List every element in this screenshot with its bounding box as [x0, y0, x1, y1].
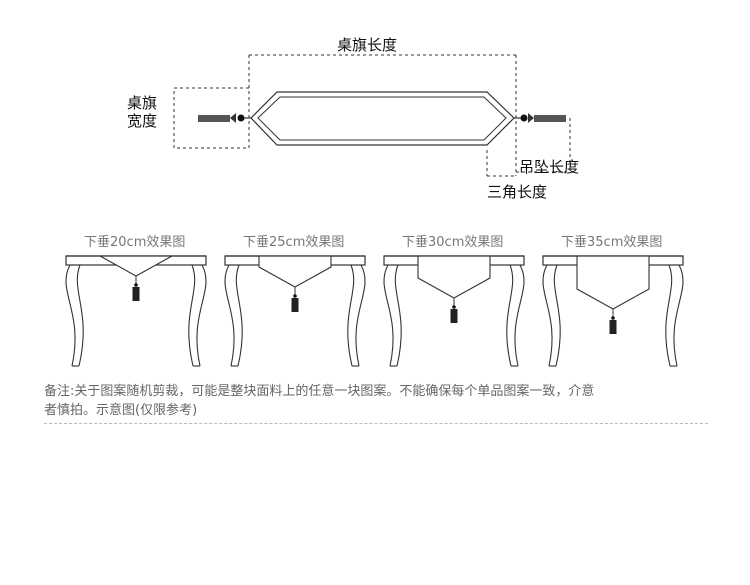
triangle-length-label: 三角长度 — [487, 183, 548, 201]
runner-width-label-line2: 宽度 — [127, 112, 158, 130]
table-leg — [394, 264, 402, 367]
tassel — [291, 298, 299, 312]
pendant-length-label: 吊坠长度 — [519, 158, 580, 176]
runner-outline — [250, 91, 515, 146]
drop-caption: 下垂30cm效果图 — [402, 235, 504, 250]
table-leg — [355, 264, 366, 367]
tassel-bead — [611, 316, 615, 320]
table-illustration — [383, 255, 525, 367]
table-leg — [673, 264, 684, 367]
runner-length-label: 桌旗长度 — [337, 36, 398, 54]
tassel — [132, 287, 140, 301]
table-leg — [235, 264, 243, 367]
left-tassel — [198, 113, 251, 123]
table-leg — [506, 264, 514, 367]
disclaimer-note: 备注:关于图案随机剪裁，可能是整块面料上的任意一块图案。不能确保每个单品图案一致… — [44, 382, 708, 420]
tassel-bead — [293, 294, 297, 298]
table-illustration — [542, 255, 684, 367]
tassel-bead — [134, 283, 138, 287]
table-leg — [665, 264, 673, 367]
tassel — [609, 320, 617, 334]
runner-inner-outline — [257, 96, 507, 141]
table-leg — [383, 264, 394, 367]
dashed-separator — [44, 423, 708, 424]
table-illustration — [65, 255, 207, 367]
runner-drop-panel — [97, 255, 175, 277]
table-leg — [542, 264, 553, 367]
note-line-1: 备注:关于图案随机剪裁，可能是整块面料上的任意一块图案。不能确保每个单品图案一致… — [44, 384, 595, 399]
table-leg — [76, 264, 84, 367]
runner-width-label-line1: 桌旗 — [127, 94, 158, 112]
tassel-bead — [452, 305, 456, 309]
runner-drop-panel — [258, 255, 332, 288]
table-illustration — [224, 255, 366, 367]
table-leg — [188, 264, 196, 367]
runner-drop-panel — [576, 255, 650, 310]
note-line-2: 者慎拍。示意图(仅限参考) — [44, 403, 198, 418]
right-tassel — [514, 113, 566, 123]
table-leg — [65, 264, 76, 367]
table-leg — [347, 264, 355, 367]
table-leg — [196, 264, 207, 367]
drop-caption: 下垂25cm效果图 — [243, 235, 345, 250]
drop-caption: 下垂20cm效果图 — [84, 235, 186, 250]
table-leg — [224, 264, 235, 367]
drop-caption: 下垂35cm效果图 — [561, 235, 663, 250]
tassel — [450, 309, 458, 323]
table-leg — [514, 264, 525, 367]
table-leg — [553, 264, 561, 367]
runner-drop-panel — [417, 255, 491, 299]
